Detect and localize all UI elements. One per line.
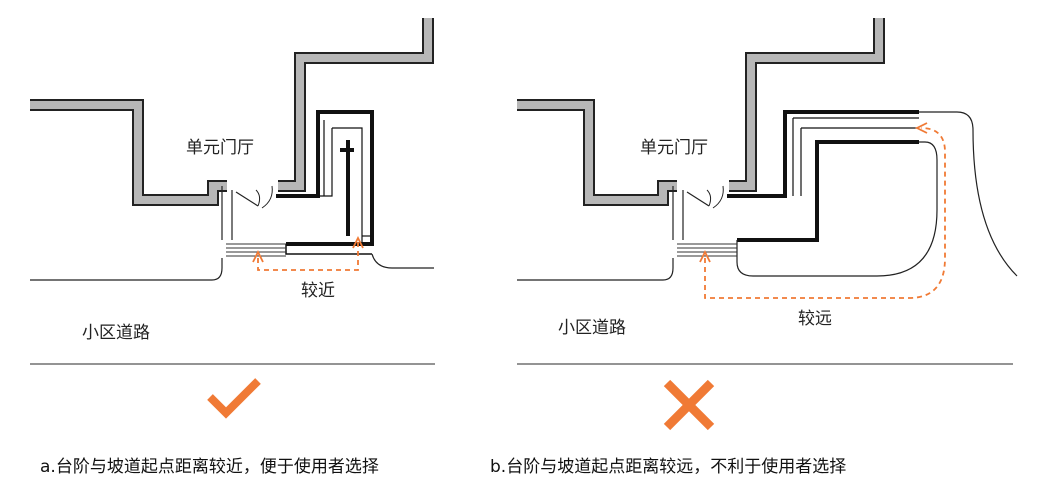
- steps: [226, 243, 286, 257]
- road-label-a: 小区道路: [82, 323, 150, 343]
- cross-icon: [663, 379, 715, 431]
- hall-label-a: 单元门厅: [186, 138, 254, 158]
- steps: [677, 243, 737, 257]
- caption-b: b.台阶与坡道起点距离较远，不利于使用者选择: [490, 457, 847, 477]
- distance-label-b: 较远: [798, 309, 832, 329]
- caption-a: a.台阶与坡道起点距离较近，便于使用者选择: [40, 457, 379, 477]
- ramp-outline: [727, 110, 919, 198]
- route-path: [257, 242, 359, 271]
- check-icon: [207, 378, 261, 419]
- panel-a-plan: [30, 18, 435, 365]
- ground-line: [30, 258, 223, 281]
- ground-line: [517, 258, 674, 281]
- route-path: [704, 127, 946, 299]
- road-label-b: 小区道路: [558, 318, 626, 338]
- panel-b-plan: [517, 18, 1018, 365]
- distance-label-a: 较近: [301, 281, 335, 301]
- hall-label-b: 单元门厅: [640, 138, 708, 158]
